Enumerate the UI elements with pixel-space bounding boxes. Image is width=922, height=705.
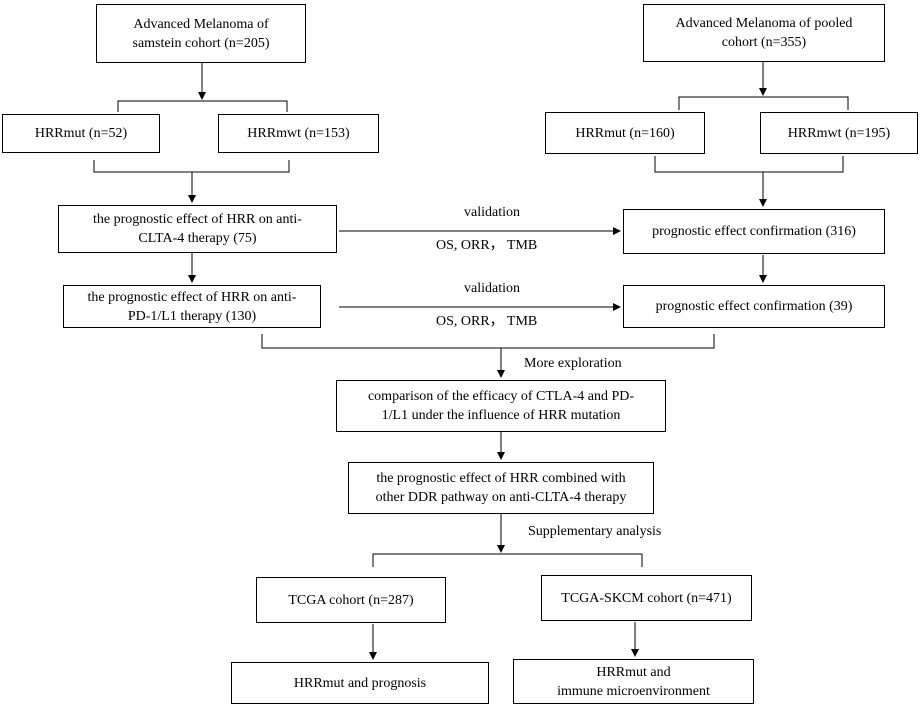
efficacy-comparison-box: comparison of the efficacy of CTLA-4 and… [336, 380, 666, 432]
pooled-cohort-box: Advanced Melanoma of pooled cohort (n=35… [643, 4, 885, 62]
pd1-effect-box: the prognostic effect of HRR on anti- PD… [63, 285, 321, 328]
pooled-hrrmut-box: HRRmut (n=160) [545, 112, 705, 154]
ctla4-effect-box: the prognostic effect of HRR on anti- CL… [58, 205, 337, 253]
samstein-hrrmwt-box: HRRmwt (n=153) [218, 114, 379, 153]
hrrmut-prognosis-box: HRRmut and prognosis [231, 662, 489, 704]
samstein-cohort-box: Advanced Melanoma of samstein cohort (n=… [96, 4, 306, 63]
combined-ddr-box: the prognostic effect of HRR combined wi… [348, 462, 654, 514]
supplementary-analysis-label: Supplementary analysis [528, 524, 662, 539]
bracket-exploration-merge [261, 334, 715, 349]
tcga-cohort-box: TCGA cohort (n=287) [256, 577, 446, 623]
pooled-hrrmwt-box: HRRmwt (n=195) [760, 112, 918, 154]
pd1-confirmation-box: prognostic effect confirmation (39) [623, 285, 885, 328]
bracket-samstein-merge [93, 160, 290, 173]
samstein-hrrmut-box: HRRmut (n=52) [2, 114, 160, 153]
bracket-samstein-split [117, 100, 288, 112]
validation-label-pd1: validation [464, 281, 520, 296]
metrics-label-ctla4: OS, ORR， TMB [436, 238, 538, 253]
bracket-pooled-split [678, 96, 849, 110]
hrrmut-immune-box: HRRmut and immune microenvironment [513, 659, 754, 704]
bracket-pooled-merge [654, 156, 844, 173]
ctla4-confirmation-box: prognostic effect confirmation (316) [623, 209, 885, 254]
tcga-skcm-cohort-box: TCGA-SKCM cohort (n=471) [541, 575, 752, 621]
bracket-supplementary-split [372, 553, 643, 567]
metrics-label-pd1: OS, ORR， TMB [436, 314, 538, 329]
validation-label-ctla4: validation [464, 205, 520, 220]
more-exploration-label: More exploration [524, 356, 622, 371]
